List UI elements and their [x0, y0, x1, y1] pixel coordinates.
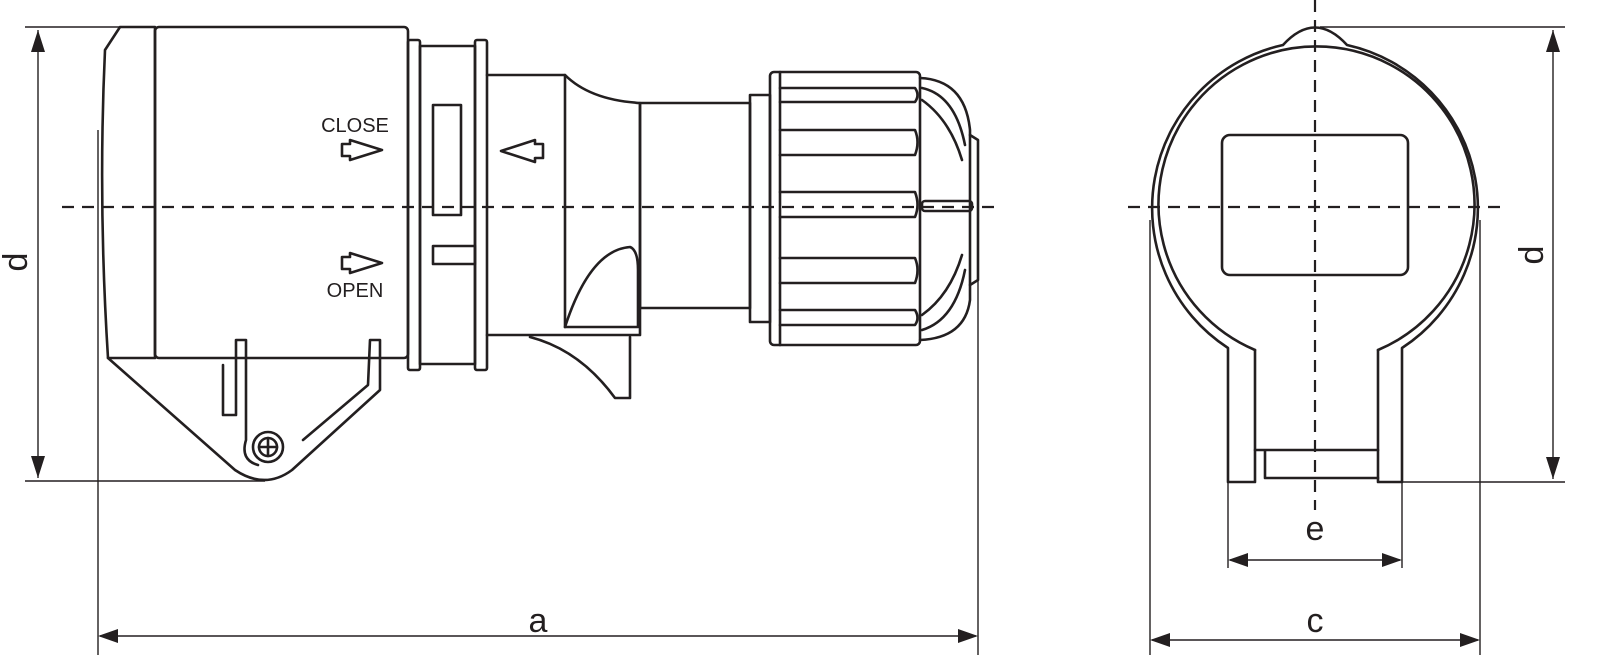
lid-cap [1220, 133, 1410, 277]
dimension-e: e [1227, 482, 1403, 568]
front-view: c e d [1128, 0, 1565, 655]
close-label: CLOSE [321, 115, 389, 137]
front-body [1150, 26, 1480, 484]
sleeve-cutout [563, 245, 640, 329]
direction-arrow-icon [499, 138, 545, 164]
open-label: OPEN [327, 280, 384, 302]
flange-ring [418, 44, 477, 366]
front-face [100, 25, 157, 360]
open-arrow-icon [340, 251, 384, 275]
dimension-d-side: d [0, 26, 265, 482]
screw-icon [251, 430, 285, 464]
sleeve-fin [528, 335, 632, 400]
sleeve [485, 73, 642, 337]
cable-tube [638, 101, 752, 310]
dimension-a: a [97, 130, 979, 655]
lid-clip [106, 338, 382, 482]
dim-d-side-label: d [0, 253, 35, 272]
flange [406, 38, 422, 372]
close-arrow-icon [340, 138, 384, 162]
flange-rear [473, 38, 489, 372]
slot-window [431, 103, 463, 217]
dim-a-label: a [529, 602, 548, 640]
gland-cap [918, 76, 972, 342]
dimension-c: c [1149, 220, 1481, 655]
tube-collar [748, 93, 772, 324]
dim-d-front-label: d [1513, 246, 1551, 265]
gland-ribs [778, 86, 919, 327]
dimension-d-front: d [1320, 26, 1565, 483]
front-inner-ring [1157, 45, 1476, 352]
dim-e-label: e [1306, 510, 1325, 548]
main-body [153, 25, 410, 360]
dim-c-label: c [1307, 602, 1324, 640]
slot-small [431, 244, 477, 266]
hinge-tab [1253, 448, 1380, 480]
side-view: CLOSE OPEN a d [0, 25, 997, 655]
gland-nut [768, 70, 922, 347]
